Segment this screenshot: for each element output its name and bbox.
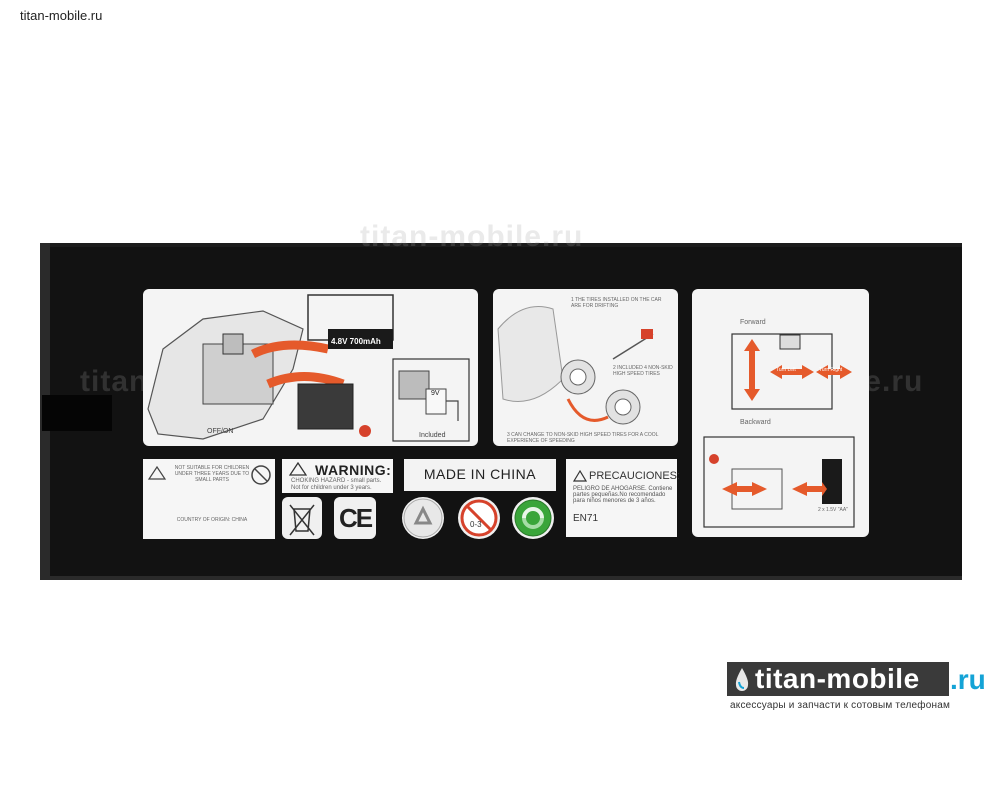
country-text: COUNTRY OF ORIGIN: CHINA <box>176 517 248 523</box>
peligro-text: PELIGRO DE AHOGARSE. Contiene partes peq… <box>573 486 673 504</box>
brand-tld: .ru <box>950 664 986 695</box>
precautions-label <box>566 459 677 537</box>
choking-text: CHOKING HAZARD - small parts. <box>291 478 382 484</box>
precauciones-title: PRECAUCIONES: <box>589 470 681 482</box>
ce-mark-text: CE <box>339 503 373 533</box>
not-suitable-text: NOT SUITABLE FOR CHILDREN UNDER THREE YE… <box>174 465 250 483</box>
precaution-triangle-icon <box>573 470 587 482</box>
tires-diagram <box>497 306 654 425</box>
remote-battery-note: 2 x 1.5V "AA" <box>818 507 848 513</box>
warning-triangle-icon <box>147 465 271 485</box>
site-header: titan-mobile.ru <box>20 8 103 23</box>
remote-diagram <box>703 333 855 528</box>
battery-label: 4.8V 700mAh <box>331 337 381 346</box>
tires-note-2: 2 INCLUDED 4 NON-SKID HIGH SPEED TIRES <box>613 365 673 377</box>
turn-left-label: Turn Left <box>776 367 796 373</box>
warning-label <box>282 459 393 493</box>
brand-name: titan-mobile <box>755 663 920 694</box>
watermark-top: titan-mobile.ru <box>360 220 584 253</box>
age-text: 0-3 <box>470 520 482 529</box>
charger-voltage: 9V <box>431 390 440 397</box>
made-in-label <box>404 459 556 491</box>
recycle-icon <box>402 497 444 539</box>
tires-note-1: 1 THE TIRES INSTALLED ON THE CAR ARE FOR… <box>571 297 662 309</box>
green-dot-icon <box>512 497 554 539</box>
weee-bin-icon <box>282 497 322 539</box>
included-label: Included <box>419 432 446 439</box>
water-drop-icon <box>735 668 749 691</box>
warning-title: WARNING: <box>315 462 392 478</box>
age-warning-label: NOT SUITABLE FOR CHILDREN UNDER THREE YE… <box>143 459 275 539</box>
age-restriction-icon: 0-3 <box>458 497 500 539</box>
brand-tagline: аксессуары и запчасти к сотовым телефона… <box>730 700 951 711</box>
switch-label: OFF/ON <box>207 428 234 435</box>
battery-diagram-card: 4.8V 700mAh OFF/ON 9V Included <box>143 289 478 446</box>
backward-label: Backward <box>740 419 771 426</box>
tires-note-3: 3 CAN CHANGE TO NON-SKID HIGH SPEED TIRE… <box>507 432 659 444</box>
turn-right-label: Turn Right <box>819 367 843 373</box>
made-in-text: MADE IN CHINA <box>423 466 537 482</box>
ce-mark-icon: CE <box>334 497 376 539</box>
en71-text: EN71 <box>573 513 599 524</box>
battery-diagram <box>147 294 470 442</box>
forward-label: Forward <box>740 319 766 326</box>
warning-sign-icon <box>289 462 307 476</box>
brand-logo-bg <box>727 662 949 696</box>
not-for-children-text: Not for children under 3 years. <box>291 485 372 491</box>
tires-diagram-card: 1 THE TIRES INSTALLED ON THE CAR ARE FOR… <box>493 289 678 446</box>
box-tape <box>42 395 112 431</box>
remote-diagram-card: Forward Backward Turn Left Turn Right 2 … <box>692 289 869 537</box>
